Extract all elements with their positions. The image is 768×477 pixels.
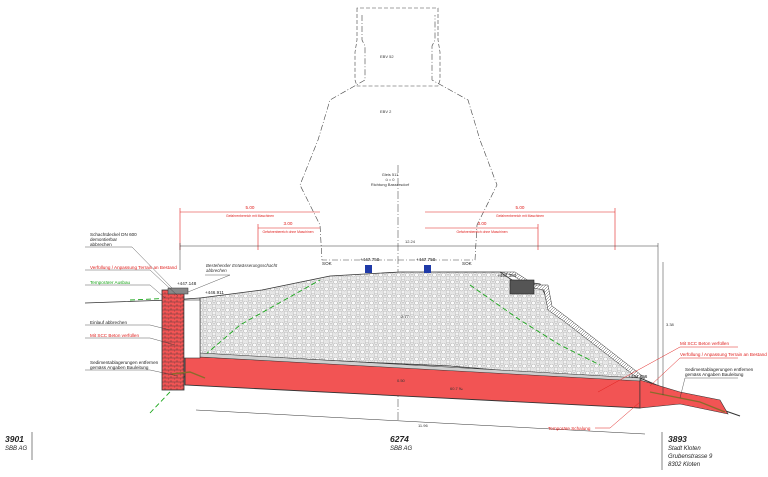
leader-sediment-right bbox=[679, 377, 738, 399]
existing-shaft-1: Bestehender Entwässerungsschacht bbox=[206, 263, 278, 268]
inlet-remove: Einlauf abbrechen bbox=[90, 320, 127, 325]
temporary-removal: Temporärer Ausbau bbox=[90, 280, 131, 285]
scc-fill-right: Mit SCC Beton verfüllen bbox=[680, 341, 729, 346]
ebv52-label: EBV 52 bbox=[380, 54, 394, 59]
parcel-separators bbox=[31, 432, 663, 470]
height-right: 3.38 bbox=[666, 322, 675, 327]
sediment-left-1: Sedimentablagerungen entfernen bbox=[90, 360, 159, 365]
gradient-label: 60.7 ‰ bbox=[450, 386, 463, 391]
outlet-level: +444.696 bbox=[628, 374, 648, 379]
outlet-right bbox=[639, 379, 729, 415]
left-inner-width: 3.00 bbox=[284, 221, 293, 226]
shaft-cap-right bbox=[509, 279, 535, 295]
shaft-top-level: +447.148 bbox=[177, 281, 197, 286]
existing-shaft-2: abbrechen bbox=[206, 268, 227, 273]
scc-fill-left: Mit SCC Beton verfüllen bbox=[90, 333, 139, 338]
temporary-formwork: Temporäre Schalung bbox=[548, 426, 591, 431]
left-danger-zone-text: Gefahrenbereich mit Maschinen bbox=[226, 214, 274, 218]
sediment-right-1: Sedimentablagerungen entfernen bbox=[685, 367, 754, 372]
sediment-right-2: gemäss Angaben Bauleitung bbox=[685, 372, 744, 377]
shaft-cover-2: demontierbar bbox=[90, 237, 118, 242]
parcel-right-number: 3893 bbox=[668, 434, 687, 444]
sok-left: SOK bbox=[322, 261, 333, 266]
clearance-profile-ebv52 bbox=[354, 7, 441, 87]
right-inner-width: 3.00 bbox=[478, 221, 487, 226]
track-label-1: Gleis 511 bbox=[382, 172, 399, 177]
parcel-right-owner: Stadt Kloten bbox=[668, 446, 701, 452]
drainage-shaft-left bbox=[161, 287, 206, 391]
clearance-profile-ebv2 bbox=[299, 15, 498, 261]
temporary-excavation-lines bbox=[129, 279, 601, 414]
right-danger-zone-text: Gefahrenbereich mit Maschinen bbox=[496, 214, 544, 218]
parcel-center-number: 6274 bbox=[390, 434, 409, 444]
rail-level-left: +447.750 bbox=[360, 257, 380, 262]
right-inner-zone-text: Gefahrenbereich ohne Maschinen bbox=[456, 230, 507, 234]
ground-level-right: +447.384 bbox=[497, 273, 517, 278]
danger-zone-dimensions bbox=[179, 208, 616, 250]
slab-thickness: 0.50 bbox=[397, 378, 406, 383]
sok-right: SOK bbox=[462, 261, 473, 266]
left-inner-zone-text: Gefahrenbereich ohne Maschinen bbox=[262, 230, 313, 234]
fill-adjust-right: Verfüllung / Anpassung Terrain an Bestan… bbox=[680, 352, 767, 357]
leader-lines-right bbox=[595, 346, 738, 429]
track-label-2: ü = 0 bbox=[385, 177, 395, 182]
fill-adjust-left: Verfüllung / Anpassung Terrain an Bestan… bbox=[90, 265, 177, 270]
parcel-left-number: 3901 bbox=[5, 434, 24, 444]
bottom-dimension-line bbox=[195, 409, 646, 435]
shaft-cover-3: abbrechen bbox=[90, 242, 112, 247]
sediment-left-2: gemäss Angaben Bauleitung bbox=[90, 365, 149, 370]
track-label-3: Richtung Bassersdorf bbox=[371, 182, 410, 187]
left-danger-width: 5.00 bbox=[246, 205, 255, 210]
right-danger-width: 5.00 bbox=[516, 205, 525, 210]
parcel-center-owner: SBB AG bbox=[390, 446, 412, 452]
rails bbox=[365, 265, 431, 273]
parcel-right-street: Grubenstrasse 9 bbox=[668, 454, 713, 460]
parcel-left-owner: SBB AG bbox=[5, 446, 27, 452]
height-center: 2.77 bbox=[401, 314, 410, 319]
ebv2-label: EBV 2 bbox=[380, 109, 392, 114]
leader-lines-left bbox=[85, 246, 231, 377]
ground-level-left: +446.911 bbox=[205, 290, 224, 295]
rail-level-right: +447.750 bbox=[416, 257, 436, 262]
shaft-cover-1: Schachtdeckel DN 600 bbox=[90, 232, 137, 237]
span-dimension bbox=[179, 243, 659, 395]
span-label: 12.24 bbox=[405, 239, 416, 244]
bottom-length: 11.96 bbox=[418, 423, 428, 428]
parcel-right-city: 8302 Kloten bbox=[668, 462, 701, 468]
